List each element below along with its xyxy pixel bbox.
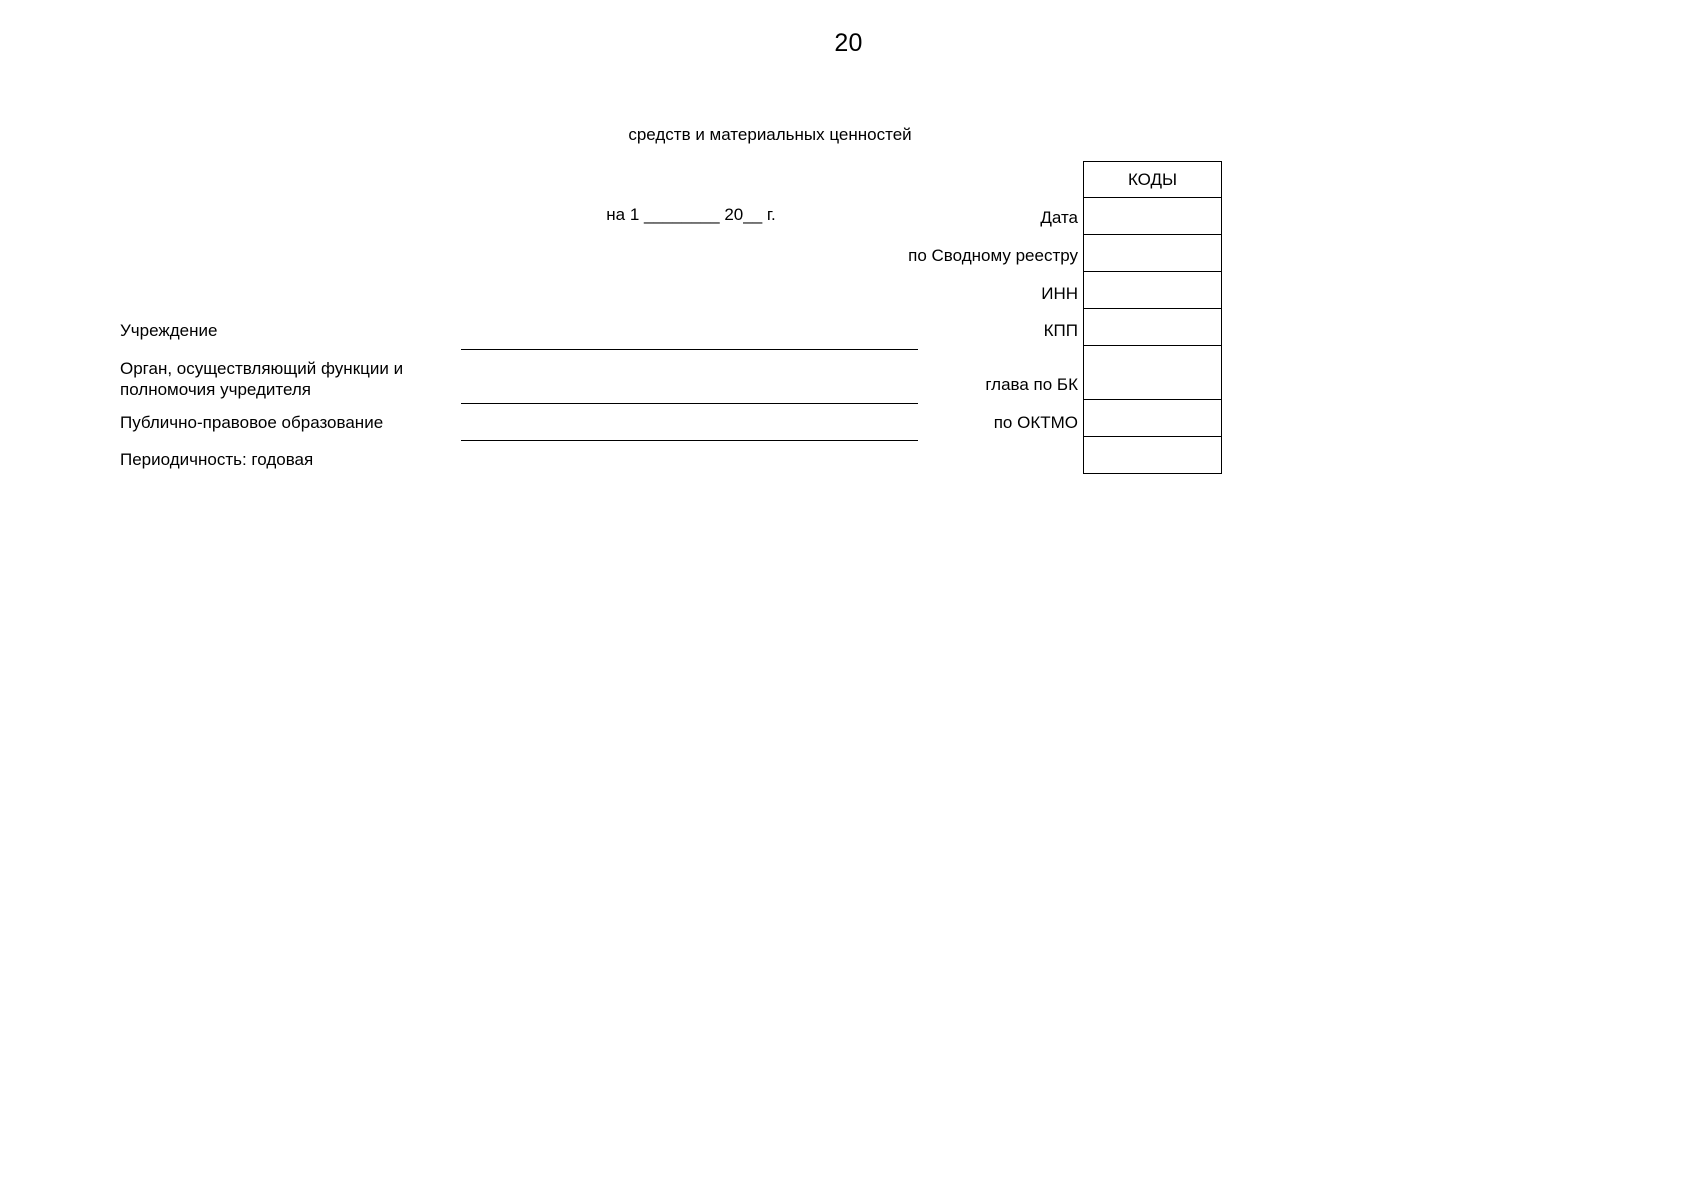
fill-in-rule-publichno-pravovoe-obrazovanie[interactable]	[461, 440, 918, 441]
codes-cell-blank[interactable]	[1083, 436, 1222, 474]
table-row	[1083, 345, 1222, 400]
code-label-po-oktmo: по ОКТМО	[993, 413, 1078, 432]
codes-table-header: КОДЫ	[1083, 161, 1222, 198]
table-row	[1083, 271, 1222, 309]
table-row	[1083, 197, 1222, 235]
codes-cell-po-oktmo[interactable]	[1083, 399, 1222, 437]
codes-cell-data[interactable]	[1083, 197, 1222, 235]
table-row	[1083, 399, 1222, 437]
code-label-inn: ИНН	[1041, 284, 1078, 303]
code-label-glava-po-bk: глава по БК	[985, 375, 1078, 394]
codes-cell-svodnyy-reestr[interactable]	[1083, 234, 1222, 272]
form-title-fragment: средств и материальных ценностей	[628, 125, 912, 144]
table-row-header: КОДЫ	[1083, 161, 1222, 198]
codes-table: КОДЫ	[1083, 161, 1222, 474]
code-label-svodnyy-reestr: по Сводному реестру	[908, 246, 1078, 265]
page-number: 20	[834, 29, 863, 57]
code-label-kpp: КПП	[1043, 321, 1078, 340]
fill-in-rule-organ[interactable]	[461, 403, 918, 404]
table-row	[1083, 308, 1222, 346]
field-label-uchrezhdenie: Учреждение	[120, 321, 218, 340]
code-label-data: Дата	[1040, 208, 1078, 227]
table-row	[1083, 436, 1222, 474]
table-row	[1083, 234, 1222, 272]
field-label-organ: Орган, осуществляющий функции и полномоч…	[120, 359, 404, 399]
field-label-publichno-pravovoe-obrazovanie: Публично-правовое образование	[120, 413, 384, 432]
reporting-date-line: на 1 ________ 20__ г.	[606, 205, 776, 224]
codes-cell-inn[interactable]	[1083, 271, 1222, 309]
fill-in-rule-uchrezhdenie[interactable]	[461, 349, 918, 350]
field-label-periodicity: Периодичность: годовая	[120, 450, 314, 469]
codes-cell-kpp[interactable]	[1083, 308, 1222, 346]
codes-cell-glava-po-bk[interactable]	[1083, 345, 1222, 400]
